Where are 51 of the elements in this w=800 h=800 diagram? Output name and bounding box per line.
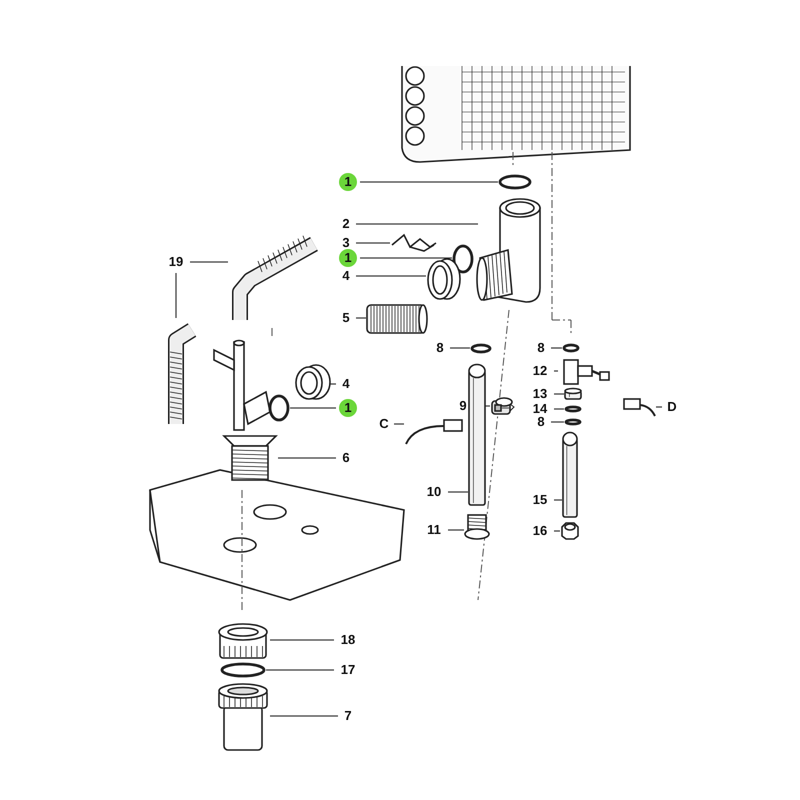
- callout-number: 19: [165, 253, 187, 271]
- callout-number: 4: [339, 267, 353, 285]
- hex-nut-drawing: [560, 522, 580, 540]
- callout-number: 2: [339, 215, 353, 233]
- union-nut-drawing: [294, 364, 330, 400]
- callout-number: 1: [339, 399, 357, 417]
- callout-number: 1: [339, 249, 357, 267]
- callout-number: 3: [339, 234, 353, 252]
- callout-number: 10: [423, 483, 445, 501]
- leader-line: [554, 370, 558, 372]
- callout-number: D: [665, 398, 679, 416]
- pipe-drawing: [468, 364, 486, 506]
- callout-number: 8: [534, 339, 548, 357]
- callout-number: 15: [529, 491, 551, 509]
- seal-washer-drawing: [564, 405, 582, 413]
- o-ring-drawing: [268, 394, 290, 422]
- cable-connector-drawing: [622, 396, 656, 418]
- corrugated-hose-drawing: [366, 302, 426, 336]
- o-ring-drawing: [220, 662, 266, 678]
- callout-number: 9: [456, 397, 470, 415]
- leader-line: [554, 530, 560, 532]
- callout-number: 1: [339, 173, 357, 191]
- union-nut-drawing: [426, 258, 460, 300]
- spring-clip-drawing: [390, 233, 438, 253]
- callout-number: 16: [529, 522, 551, 540]
- cap-drawing: [564, 388, 582, 400]
- seal-washer-drawing: [470, 343, 492, 354]
- callout-number: 7: [341, 707, 355, 725]
- union-nut-drawing: [216, 622, 270, 660]
- leader-line: [554, 408, 564, 410]
- callout-number: 12: [529, 362, 551, 380]
- drain-cup-drawing: [216, 682, 270, 752]
- callout-number: 4: [339, 375, 353, 393]
- callout-number: 5: [339, 309, 353, 327]
- callout-number: 8: [433, 339, 447, 357]
- callout-number: C: [377, 415, 391, 433]
- seal-washer-drawing: [564, 418, 582, 426]
- elbow-fitting-drawing: [478, 196, 544, 306]
- callout-number: 17: [337, 661, 359, 679]
- callout-number: 6: [339, 449, 353, 467]
- callout-number: 18: [337, 631, 359, 649]
- threaded-nut-drawing: [464, 514, 490, 540]
- o-ring-drawing: [452, 244, 474, 274]
- leader-line: [656, 406, 662, 408]
- seal-washer-drawing: [562, 343, 580, 353]
- callout-number: 11: [423, 521, 445, 539]
- callout-number: 13: [529, 385, 551, 403]
- pipe-drawing: [562, 432, 578, 518]
- sensor-clip-drawing: [490, 396, 514, 416]
- o-ring-drawing: [498, 174, 532, 190]
- leader-line: [356, 242, 390, 244]
